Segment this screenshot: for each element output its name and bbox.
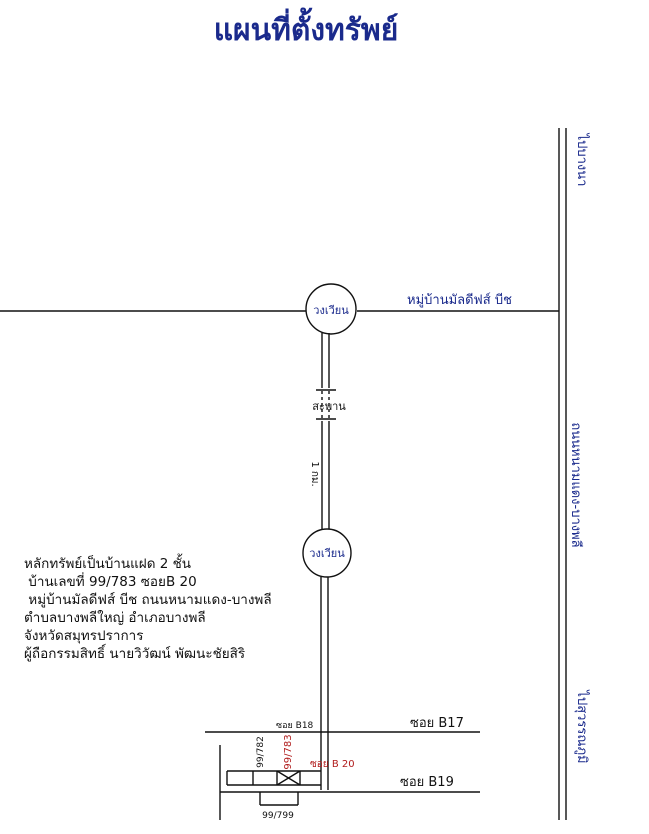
to-suvarnabhumi-label: ไปสุวรรณภูมิ — [574, 689, 590, 763]
to-bangna-label: ไปบางนา — [574, 133, 590, 187]
village-label: หมู่บ้านมัลดีฟส์ บีช — [407, 292, 512, 308]
info-line-1: หลักทรัพย์เป็นบ้านแฝด 2 ชั้น — [24, 553, 191, 572]
info-line-4: ตำบลบางพลีใหญ่ อำเภอบางพลี — [24, 609, 206, 626]
bridge-label: สะพาน — [312, 400, 346, 413]
map-title: แผนที่ตั้งทรัพย์ — [214, 7, 399, 48]
main-road-label: ถนนหนามแดง-บางพลี — [568, 422, 584, 547]
info-line-5: จังหวัดสมุทรปราการ — [24, 628, 143, 644]
roundabout-top-label: วงเวียน — [313, 304, 349, 317]
soi-b20-label: ซอย B 20 — [310, 759, 355, 770]
distance-label: 1 กม. — [309, 461, 320, 486]
info-line-6: ผู้ถือกรรมสิทธิ์ นายวิวัฒน์ พัฒนะชัยสิริ — [24, 643, 245, 662]
plot-799-label: 99/799 — [262, 811, 294, 821]
plot-782-label: 99/782 — [256, 736, 266, 768]
plot-783-label: 99/783 — [283, 734, 294, 769]
roundabout-middle — [302, 528, 352, 578]
soi-b19-label: ซอย B19 — [400, 775, 454, 790]
info-line-2: บ้านเลขที่ 99/783 ซอยB 20 — [24, 572, 197, 590]
info-line-3: หมู่บ้านมัลดีฟส์ บีช ถนนหนามแดง-บางพลี — [24, 591, 272, 608]
soi-b17-label: ซอย B17 — [410, 716, 464, 731]
roundabout-top — [305, 283, 357, 335]
roundabout-middle-label: วงเวียน — [309, 547, 345, 560]
target-plot-x-2 — [276, 770, 301, 786]
soi-b18-label: ซอย B18 — [276, 721, 314, 731]
